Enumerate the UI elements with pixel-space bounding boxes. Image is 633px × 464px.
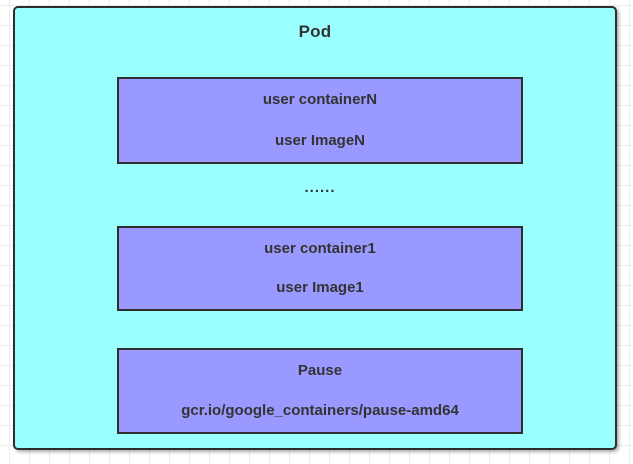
user-container-n-box: user containerN user ImageN — [117, 77, 523, 164]
container-name: user containerN — [262, 91, 378, 108]
container-image: gcr.io/google_containers/pause-amd64 — [181, 402, 459, 419]
user-container-1-box: user container1 user Image1 — [117, 226, 523, 311]
pod-group-box: Pod user containerN user ImageN ...... u… — [13, 6, 617, 450]
container-image: user ImageN — [274, 132, 366, 149]
pause-container-box: Pause gcr.io/google_containers/pause-amd… — [117, 348, 523, 434]
pod-title: Pod — [298, 22, 332, 41]
container-name: Pause — [297, 362, 343, 379]
ellipsis-text: ...... — [304, 179, 336, 196]
container-name: user container1 — [264, 240, 376, 257]
container-image: user Image1 — [276, 279, 364, 296]
